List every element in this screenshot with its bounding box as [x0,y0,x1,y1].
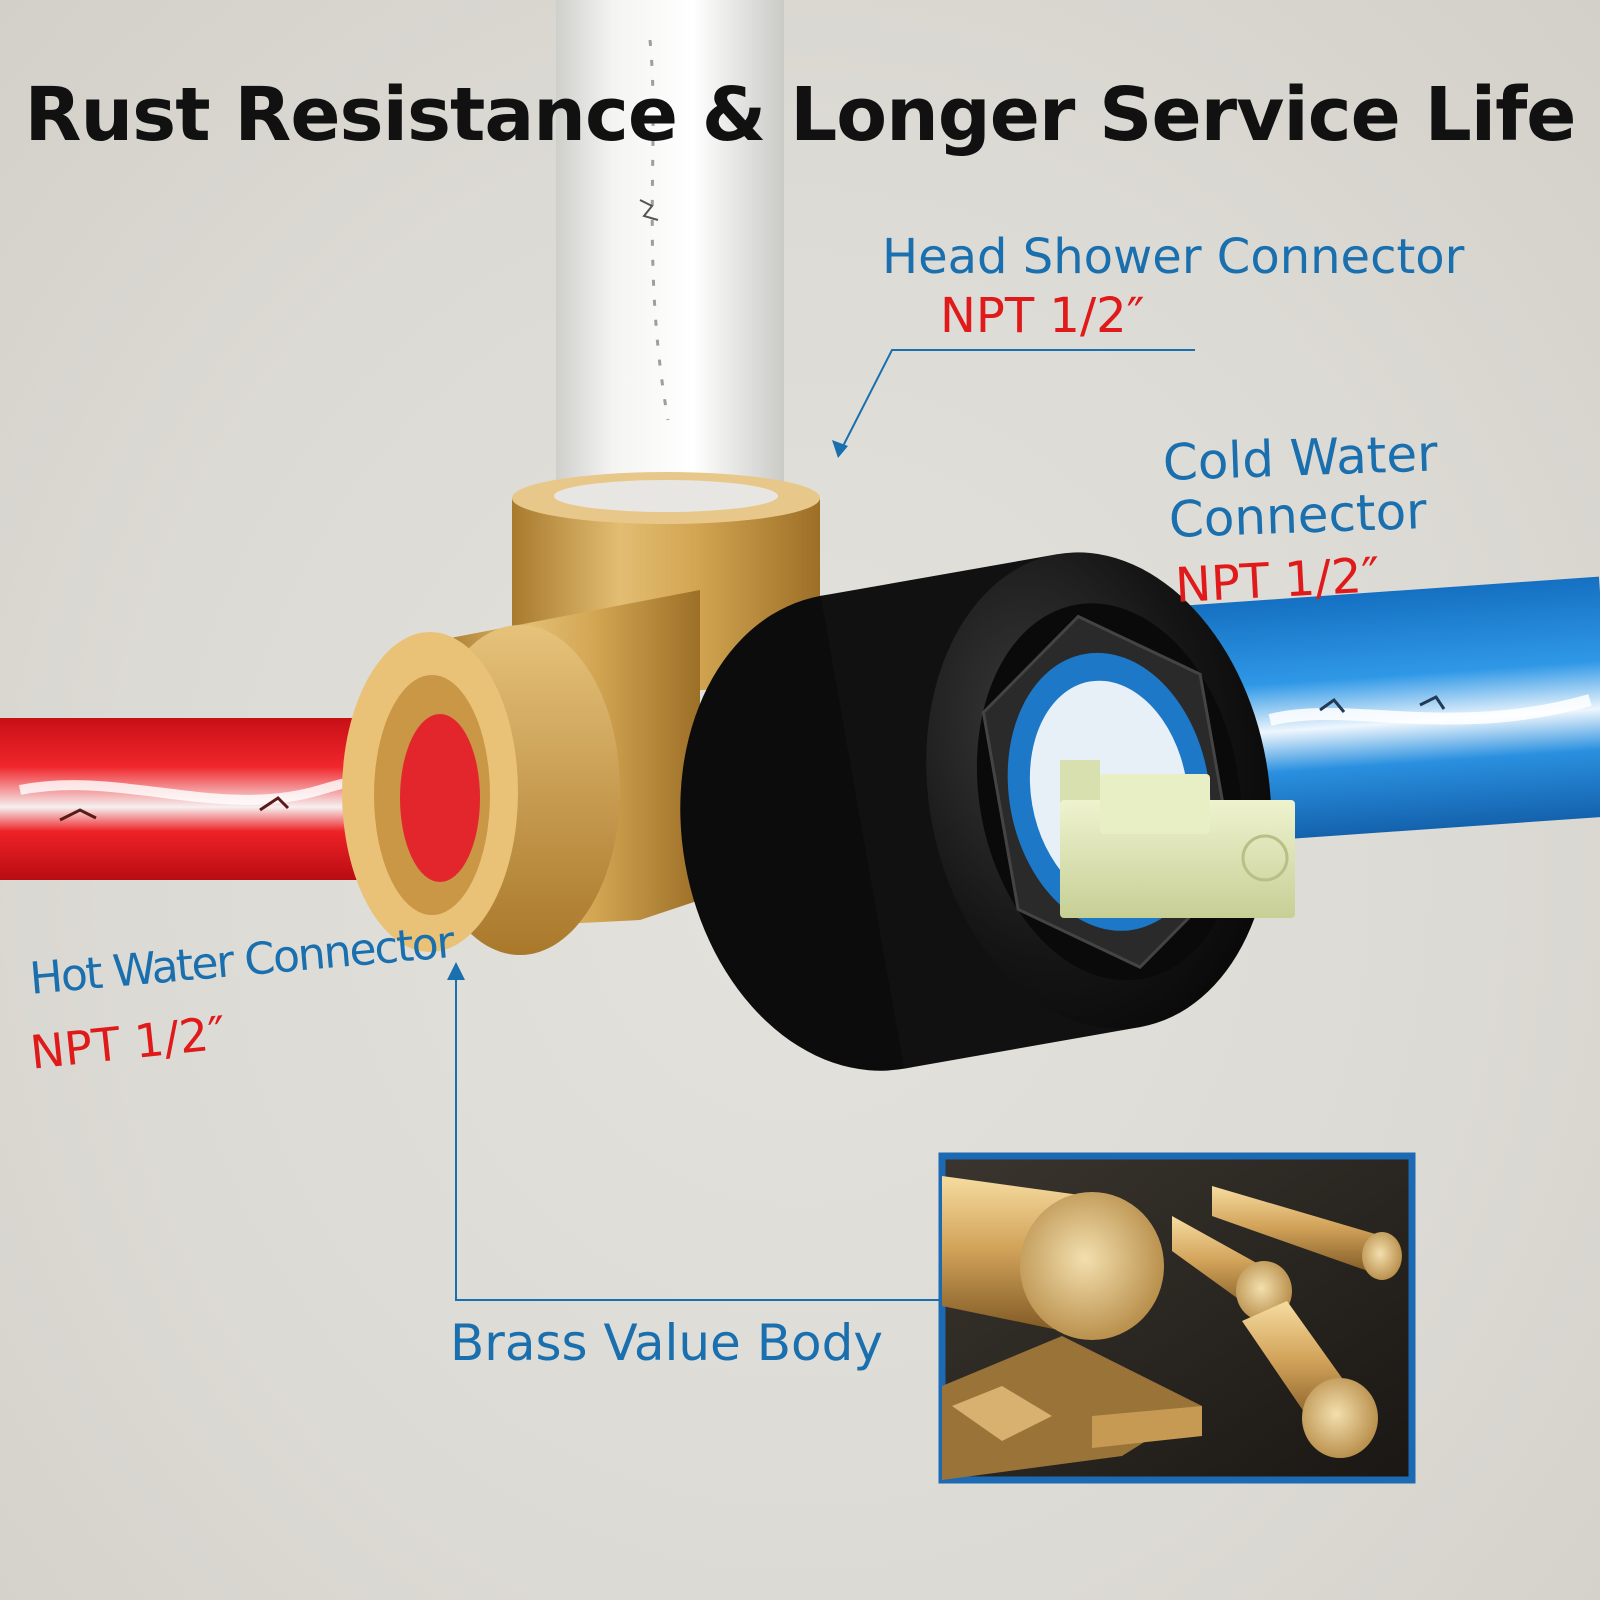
hot-pipe-end [400,714,480,882]
shower-outlet-pipe [556,0,784,500]
brass-top-collar-bore [554,480,778,512]
cold-water-label-line2: Connector [1167,482,1428,549]
arrow-hot-connector-icon [447,962,465,980]
cold-water-npt-label: NPT 1/2″ [1173,547,1382,614]
water-streak [1268,694,1592,726]
water-streak [639,199,659,221]
head-shower-leader-line [839,349,1195,453]
cold-water-label-line1: Cold Water [1161,424,1439,492]
water-streak [648,39,670,421]
arrow-head-shower-icon [832,440,848,458]
head-shower-npt-label: NPT 1/2″ [940,288,1145,344]
brass-leader-line [455,972,942,1301]
brass-body-label: Brass Value Body [450,1314,883,1372]
head-shower-connector-label: Head Shower Connector [882,229,1465,285]
page-title: Rust Resistance & Longer Service Life [24,72,1577,158]
brass-rods-inset-image [938,1152,1416,1484]
valve-stem [1060,760,1295,918]
water-streak [1319,695,1446,713]
